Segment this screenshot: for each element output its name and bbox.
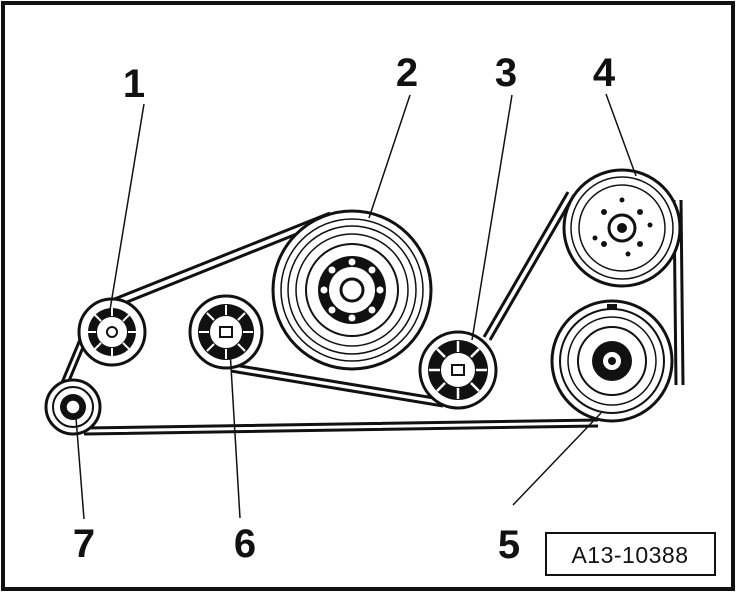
callout-number-3: 3 bbox=[495, 51, 517, 95]
reference-code: A13-10388 bbox=[571, 542, 688, 568]
callout-number-6: 6 bbox=[234, 522, 256, 566]
callout-number-5: 5 bbox=[498, 523, 520, 567]
callout-number-7: 7 bbox=[73, 522, 95, 566]
pulley-2 bbox=[271, 209, 433, 371]
pulley-4 bbox=[562, 168, 682, 288]
pulley-3 bbox=[418, 330, 498, 410]
callout-number-4: 4 bbox=[593, 51, 616, 95]
pulley-1 bbox=[77, 297, 147, 367]
callout-number-2: 2 bbox=[396, 51, 418, 95]
reference-code-box bbox=[545, 532, 716, 576]
pulley-6 bbox=[188, 294, 264, 370]
pulley-5 bbox=[550, 299, 674, 423]
pulley-7 bbox=[44, 378, 102, 436]
callout-number-1: 1 bbox=[123, 62, 145, 106]
leader-lines bbox=[75, 93, 637, 520]
